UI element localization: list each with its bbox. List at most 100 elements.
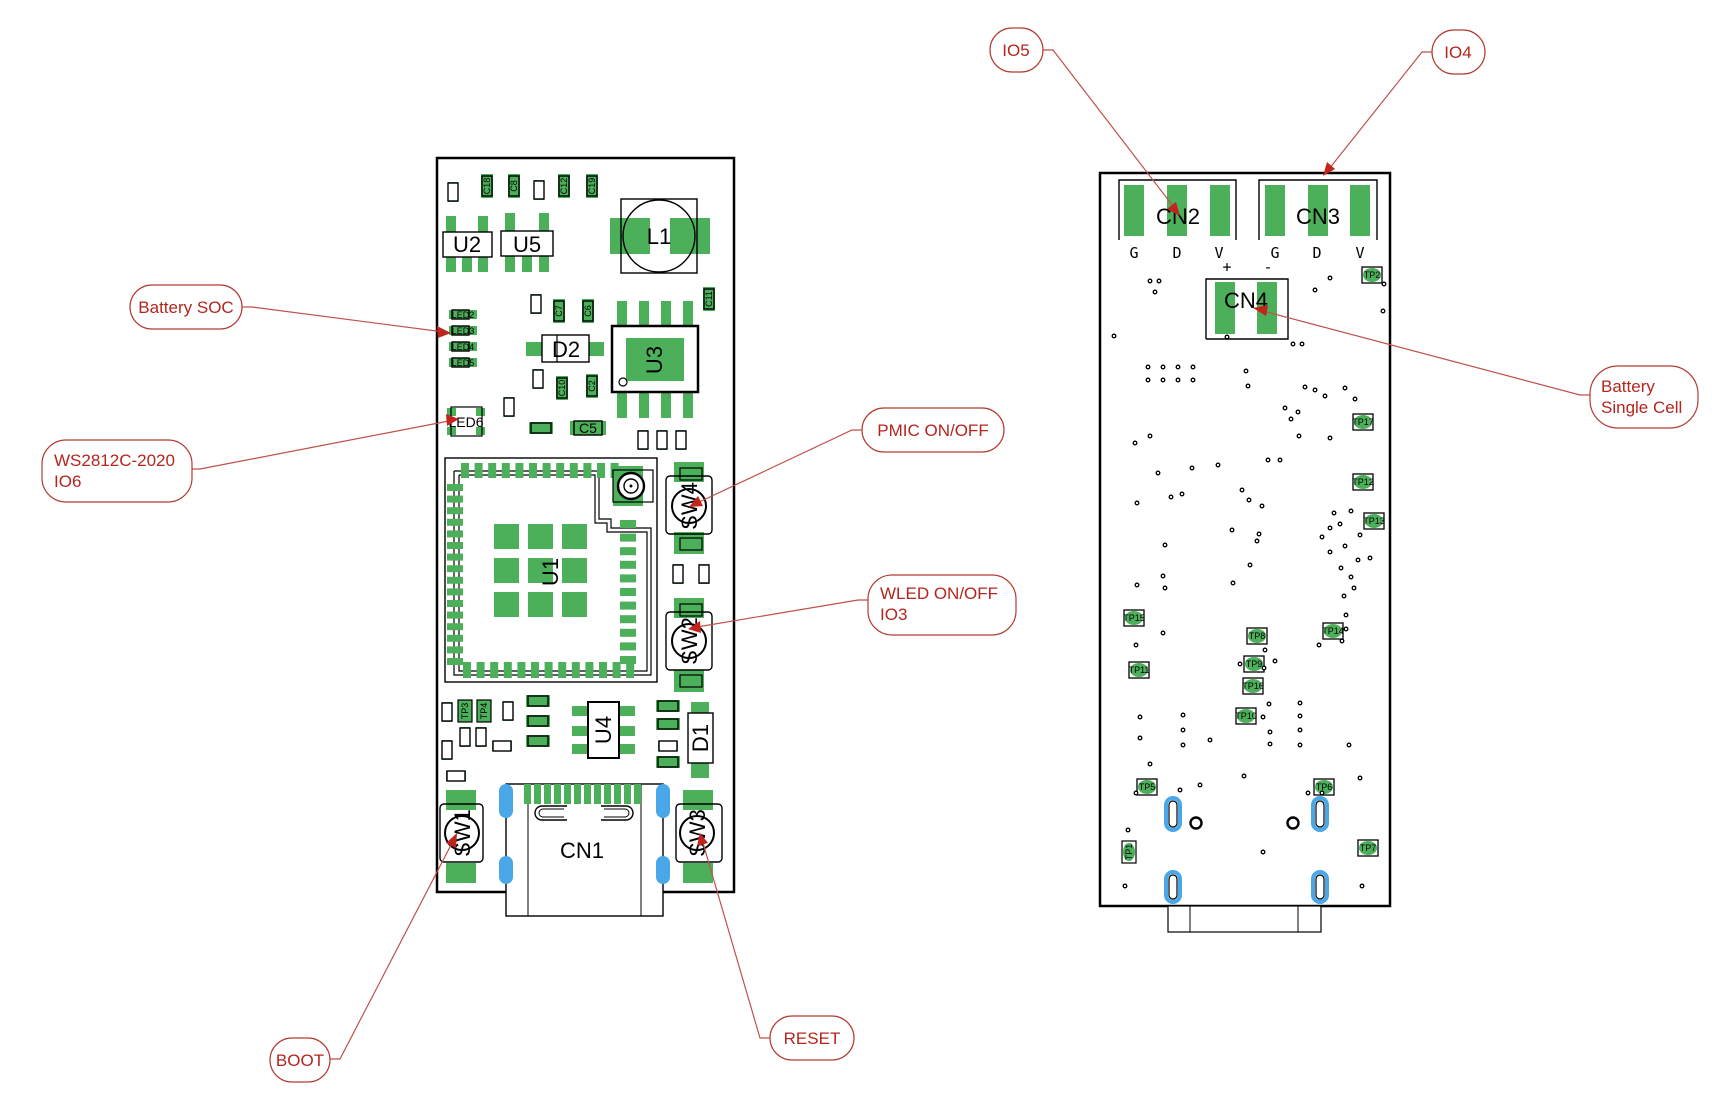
antenna-connector — [612, 466, 654, 506]
via — [1160, 630, 1166, 636]
callout-text-boot: BOOT — [276, 1051, 324, 1070]
u1-pad — [476, 662, 485, 678]
via — [1160, 377, 1166, 383]
capacitor-c19: C19 — [585, 173, 599, 199]
cn1-pin — [594, 784, 601, 804]
via — [1343, 612, 1349, 618]
cn1-pin — [574, 784, 581, 804]
via — [1180, 727, 1186, 733]
u1-pad — [515, 463, 524, 478]
u1-pad — [531, 662, 539, 678]
capacitor-c6: C6 — [581, 298, 595, 324]
u1-pad — [447, 588, 463, 596]
callout-text-ws2812-line2: IO6 — [54, 472, 81, 491]
via — [1245, 383, 1251, 389]
via — [1342, 385, 1348, 391]
via — [1122, 883, 1128, 889]
ic-u2: U2 — [442, 216, 493, 272]
u1-pad — [461, 463, 469, 478]
testpoint-tp2: TP2 — [1361, 266, 1383, 284]
pin-label-cn3-d: D — [1312, 244, 1321, 262]
capacitor-c7: C7 — [552, 298, 566, 324]
via — [1152, 289, 1158, 295]
cn1-pin — [544, 784, 551, 804]
via — [1327, 275, 1333, 281]
via — [1162, 585, 1168, 591]
label-c5: C5 — [579, 420, 597, 436]
via — [1177, 787, 1183, 793]
u1-pad — [597, 463, 605, 478]
label-tp2: TP2 — [1364, 270, 1381, 280]
resistor-r6 — [656, 429, 668, 451]
via — [1145, 377, 1151, 383]
u1-pad — [447, 518, 463, 526]
label-c6: C6 — [583, 305, 593, 317]
u1-pad — [529, 463, 537, 478]
label-c10: C10 — [557, 380, 567, 397]
capacitor-c10: C10 — [555, 375, 569, 401]
via — [1261, 665, 1267, 671]
connector-cn4: CN4 + - — [1205, 258, 1289, 340]
u1-pad — [620, 601, 636, 610]
via — [1239, 487, 1245, 493]
via — [1254, 538, 1260, 544]
resistor-r14 — [441, 701, 453, 723]
via — [1288, 416, 1294, 422]
ic-u4: U4 — [572, 701, 635, 759]
label-tp11: TP11 — [1129, 665, 1150, 675]
via — [1243, 368, 1249, 374]
resistor-r9 — [459, 726, 471, 748]
via — [1319, 790, 1325, 796]
cn1-pin — [564, 784, 571, 804]
u1-pad — [447, 623, 463, 631]
via — [1351, 585, 1357, 591]
resistor-r12 — [672, 563, 684, 585]
via — [1297, 742, 1303, 748]
callout-text-io4: IO4 — [1444, 43, 1471, 62]
via — [1162, 542, 1168, 548]
callout-reset: RESET — [697, 833, 855, 1061]
pin-label-cn2-d: D — [1172, 244, 1181, 262]
via — [1297, 713, 1303, 719]
capacitor-c11: C11 — [702, 286, 716, 312]
label-tp1: TP1 — [1124, 844, 1134, 861]
label-led6: LED6 — [448, 414, 483, 430]
ic-u3: U3 — [610, 301, 700, 418]
mounting-slot-right-bottom — [1311, 870, 1329, 904]
via — [1295, 409, 1301, 415]
testpoint-tp11: TP11 — [1128, 661, 1150, 679]
via — [1189, 465, 1195, 471]
callout-text-pmic: PMIC ON/OFF — [877, 421, 988, 440]
via — [1267, 729, 1273, 735]
label-d1: D1 — [688, 724, 713, 752]
via — [1190, 377, 1196, 383]
u1-pad — [447, 565, 463, 573]
diode-d2: D2 — [526, 334, 604, 363]
u1-pad — [620, 533, 636, 542]
via — [1272, 658, 1278, 664]
via — [1319, 534, 1325, 540]
via — [1179, 491, 1185, 497]
resistor-r5 — [637, 429, 649, 451]
via — [1207, 737, 1213, 743]
via — [1348, 574, 1354, 580]
testpoint-tp5: TP5 — [1136, 778, 1158, 796]
label-tp16: TP16 — [1242, 681, 1264, 691]
capacitor-c16 — [525, 714, 551, 728]
via — [1316, 642, 1322, 648]
u1-pad — [585, 662, 594, 678]
callout-io5: IO5 — [989, 27, 1180, 216]
via — [1241, 773, 1247, 779]
testpoint-tp1: TP1 — [1121, 840, 1137, 864]
module-u1: U1 — [444, 457, 658, 683]
u1-pad — [620, 615, 636, 624]
u1-pad — [474, 463, 483, 478]
u1-pad — [447, 484, 463, 491]
label-tp12: TP12 — [1352, 477, 1374, 487]
via — [1262, 647, 1268, 653]
u1-pad — [517, 662, 526, 678]
testpoint-tp3: TP3 — [457, 699, 473, 723]
via — [1337, 521, 1343, 527]
via — [1381, 281, 1387, 287]
label-u4: U4 — [591, 716, 616, 744]
